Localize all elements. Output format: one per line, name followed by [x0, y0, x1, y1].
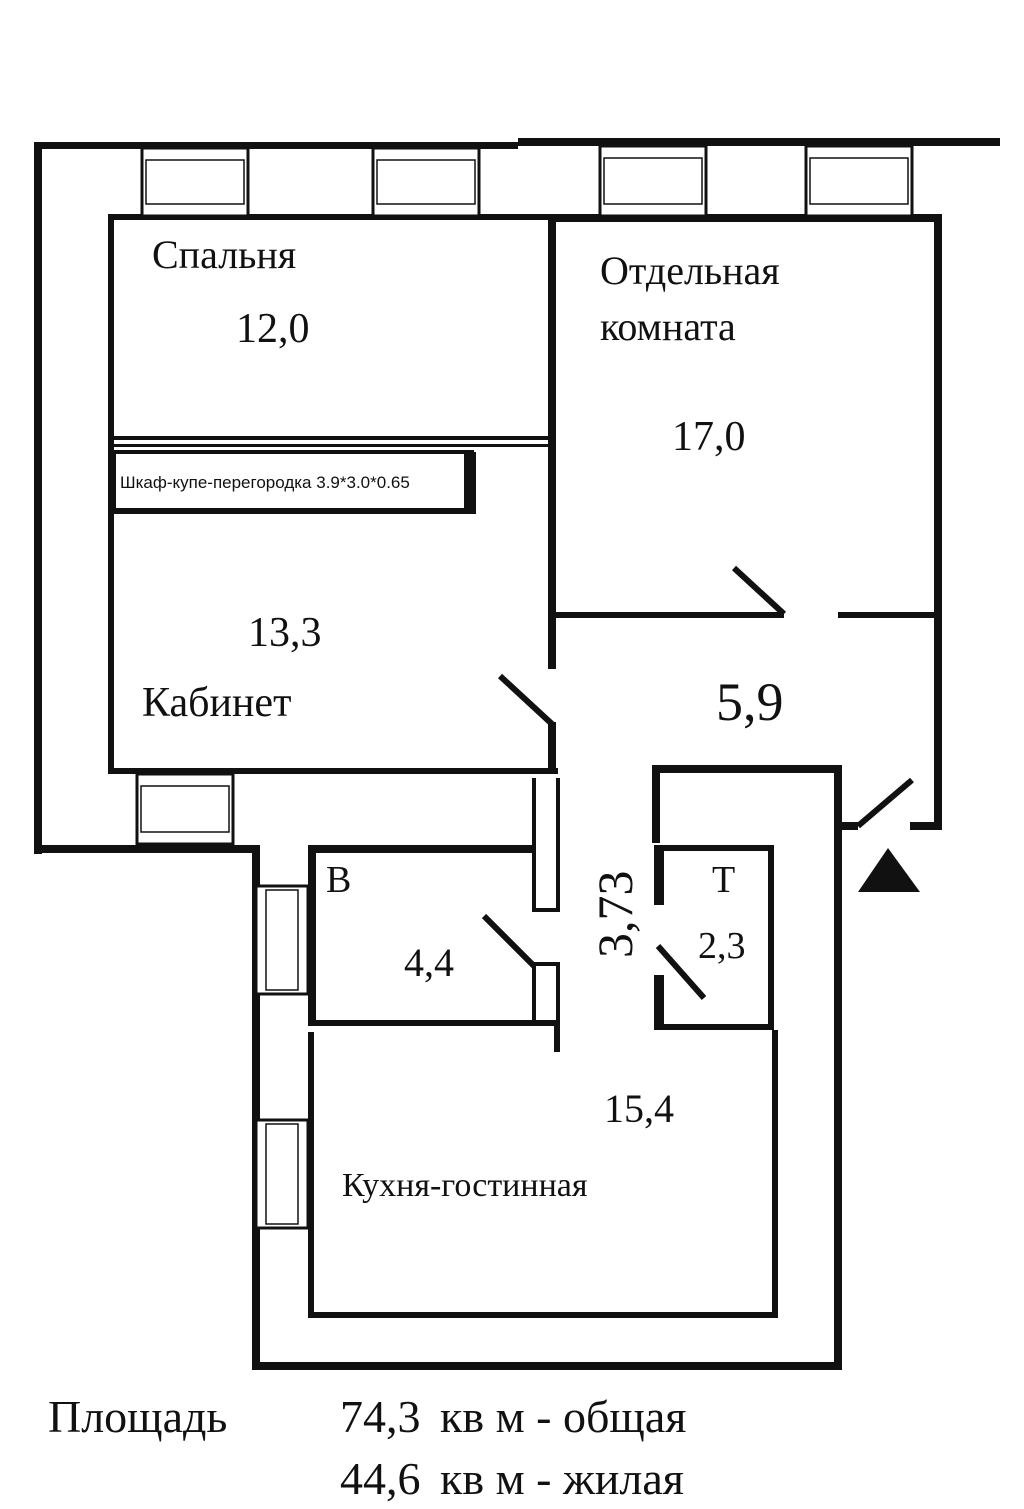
door-bathroom	[481, 913, 537, 969]
total-area-value: 74,3	[340, 1391, 421, 1442]
doors	[481, 565, 914, 1000]
window-kitchen	[254, 1118, 310, 1230]
separate-room-name-line2: комната	[600, 304, 736, 349]
door-separate-room	[731, 565, 787, 617]
living-area-value: 44,6	[340, 1453, 421, 1504]
wardrobe-label: Шкаф-купе-перегородка 3.9*3.0*0.65	[120, 473, 410, 492]
total-area-text: кв м - общая	[440, 1391, 687, 1442]
door-toilet	[655, 944, 707, 1000]
wardrobe	[112, 450, 476, 514]
window-bedroom-1	[140, 146, 250, 218]
hall-area: 5,9	[716, 672, 784, 732]
bedroom-area: 12,0	[236, 306, 310, 352]
living-area-text: кв м - жилая	[440, 1453, 684, 1504]
kitchen-name: Кухня-гостинная	[342, 1167, 588, 1204]
kitchen-area: 15,4	[604, 1086, 674, 1131]
bedroom-name: Спальня	[152, 232, 296, 277]
toilet-area: 2,3	[698, 925, 746, 967]
door-study	[497, 673, 555, 727]
toilet-name: Т	[712, 859, 735, 901]
study-area: 13,3	[248, 610, 322, 656]
door-entrance	[856, 777, 914, 829]
study-name: Кабинет	[142, 680, 291, 726]
window-bedroom-2	[371, 146, 481, 218]
entrance-arrow-icon	[858, 848, 920, 892]
separate-room-name-line1: Отдельная	[600, 248, 780, 293]
windows	[135, 144, 914, 1230]
area-label: Площадь	[48, 1391, 228, 1442]
window-room-2	[804, 144, 914, 218]
corridor-area: 3,73	[587, 871, 643, 959]
window-room-1	[598, 144, 708, 218]
bathroom-name: В	[326, 859, 351, 901]
window-study	[135, 772, 235, 846]
bathroom-area: 4,4	[404, 940, 454, 985]
window-bathroom	[254, 884, 310, 996]
interior-walls	[108, 214, 942, 1318]
separate-room-area: 17,0	[672, 414, 746, 460]
outer-walls	[34, 138, 1000, 1370]
